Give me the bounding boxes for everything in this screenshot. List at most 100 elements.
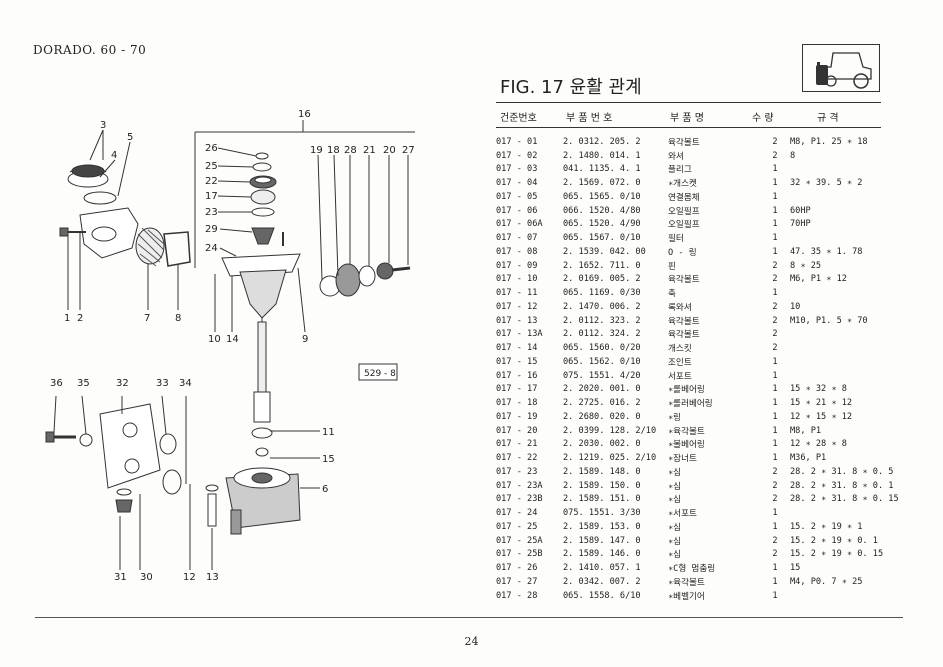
quantity-cell: 1	[772, 356, 778, 367]
spec-cell	[790, 163, 899, 177]
table-header-rule	[496, 127, 881, 128]
callout-34: 34	[179, 378, 192, 389]
quantity-cell: 2	[772, 480, 778, 491]
part-number-cell: 2. 2020. 001. 0	[563, 384, 641, 395]
o-ring-part	[163, 231, 191, 267]
callout-33: 33	[156, 378, 169, 389]
quantity-cell: 2	[772, 301, 778, 312]
callout-19: 19	[310, 145, 323, 156]
part-name-cell: ∗잠너트	[668, 454, 697, 465]
part-code-cell: 017 - 11	[496, 288, 538, 299]
cap-plug-part	[67, 164, 109, 188]
part-code-cell: 017 - 25B	[496, 549, 543, 560]
part-number-cell: 041. 1135. 4. 1	[563, 164, 641, 175]
callout-23: 23	[205, 207, 218, 218]
part-code-cell: 017 - 23	[496, 466, 538, 477]
part-number-cell: 2. 1652. 711. 0	[563, 260, 641, 271]
spec-cell: 15. 2 ∗ 19 ∗ 0. 15	[790, 549, 884, 560]
part-code-cell: 017 - 13A	[496, 329, 543, 340]
part-number-cell: 075. 1551. 4/20	[563, 370, 641, 381]
part-name-cell: 플리그	[668, 165, 692, 176]
quantity-cell: 1	[772, 219, 778, 230]
part-code-cell: 017 - 08	[496, 246, 538, 257]
part-name-cell: ∗C형 멈춤링	[668, 564, 716, 575]
part-code-cell: 017 - 25	[496, 521, 538, 532]
part-name-cell: ∗육각볼트	[668, 577, 705, 588]
part-number-cell: 2. 1470. 006. 2	[563, 301, 641, 312]
callout-16: 16	[298, 109, 311, 120]
callout-21: 21	[363, 145, 376, 156]
spec-cell: 60HP	[790, 205, 811, 216]
spec-cell: 28. 2 ∗ 31. 8 ∗ 0. 1	[790, 480, 894, 491]
col-part-no-header: 부 품 번 호	[566, 113, 613, 124]
figure-title: FIG. 17 윤활 관계	[500, 77, 642, 98]
part-number-cell: 2. 2680. 020. 0	[563, 411, 641, 422]
tractor-icon	[816, 52, 872, 89]
part-code-cell: 017 - 27	[496, 576, 538, 587]
part-name-cell: 축	[668, 289, 676, 300]
quantity-cell: 1	[772, 508, 778, 519]
part-number-cell: 2. 1589. 146. 0	[563, 549, 641, 560]
spec-cell	[790, 369, 899, 383]
quantity-cell: 1	[772, 563, 778, 574]
callout-2: 2	[77, 313, 83, 324]
part-name-cell: 육각볼트	[668, 137, 700, 148]
quantity-cell: 1	[772, 576, 778, 587]
part-name-cell: 필터	[668, 234, 684, 245]
col-name-header: 부 품 명	[670, 113, 704, 124]
callout-5: 5	[127, 132, 133, 143]
quantity-cell: 2	[772, 315, 778, 326]
col-spec-header: 규 격	[817, 113, 839, 124]
exploded-diagram: 3 4 5 1 2 7 8 16 26 25 22 17 23 29 24 19…	[45, 109, 415, 583]
callout-32: 32	[116, 378, 129, 389]
part-number-cell: 2. 2030. 002. 0	[563, 439, 641, 450]
part-name-cell: 육각볼트	[668, 275, 700, 286]
part-number-cell: 2. 1569. 072. 0	[563, 178, 641, 189]
part-code-cell: 017 - 13	[496, 315, 538, 326]
spec-cell	[790, 355, 899, 369]
part-number-cell: 2. 0399. 128. 2/10	[563, 425, 657, 436]
part-name-cell: ∗롤베어링	[668, 385, 705, 396]
spec-cell: 10	[790, 301, 801, 312]
callout-18: 18	[327, 145, 340, 156]
page-number: 24	[464, 635, 479, 648]
gasket-part	[83, 191, 117, 205]
spec-cell	[790, 506, 899, 520]
callout-30: 30	[140, 572, 153, 583]
spec-cell: M4, P0. 7 ∗ 25	[790, 576, 863, 587]
shaft-part	[253, 321, 271, 423]
part-number-cell: 075. 1551. 3/30	[563, 508, 641, 519]
callout-36: 36	[50, 378, 63, 389]
part-code-cell: 017 - 28	[496, 590, 538, 601]
part-code-cell: 017 - 14	[496, 343, 538, 354]
tractor-logo	[802, 44, 880, 92]
part-number-cell: 065. 1560. 0/20	[563, 343, 641, 354]
part-name-cell: ∗개스켓	[668, 179, 697, 190]
part-code-cell: 017 - 04	[496, 178, 538, 189]
callout-26: 26	[205, 143, 218, 154]
quantity-cell: 2	[772, 343, 778, 354]
spec-cell: 15 ∗ 21 ∗ 12	[790, 398, 853, 409]
quantity-cell: 1	[772, 288, 778, 299]
quantity-cell: 2	[772, 136, 778, 147]
part-code-cell: 017 - 10	[496, 274, 538, 285]
spec-cell: M36, P1	[790, 453, 827, 464]
model-header: DORADO. 60 - 70	[33, 43, 147, 57]
callout-35: 35	[77, 378, 90, 389]
part-name-cell: 육각볼트	[668, 316, 700, 327]
callout-11: 11	[322, 427, 335, 438]
spec-cell	[790, 190, 899, 204]
callout-1: 1	[64, 313, 70, 324]
callout-25: 25	[205, 161, 218, 172]
